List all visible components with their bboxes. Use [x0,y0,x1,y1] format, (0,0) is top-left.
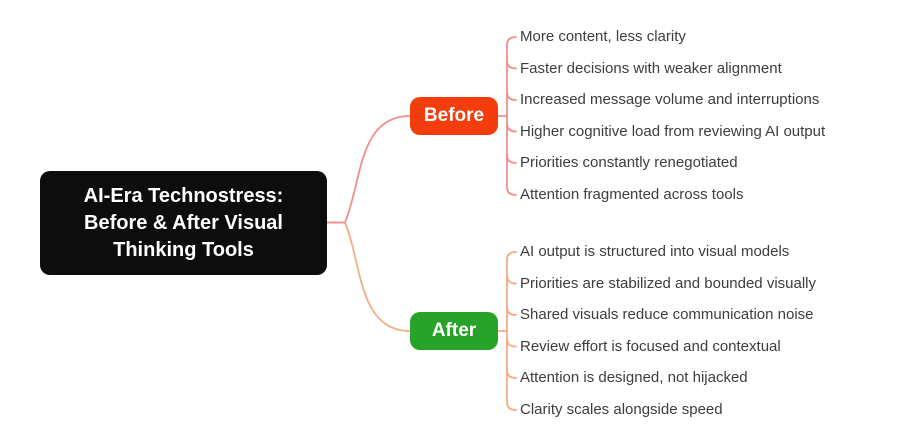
branch-node-after[interactable]: After [410,312,498,350]
root-topic-line-2: Before & After Visual [84,211,283,234]
before-item-1[interactable]: More content, less clarity [520,28,686,45]
before-item-2[interactable]: Faster decisions with weaker alignment [520,60,782,77]
branch-node-before[interactable]: Before [410,97,498,135]
after-item-3[interactable]: Shared visuals reduce communication nois… [520,306,814,323]
before-item-4[interactable]: Higher cognitive load from reviewing AI … [520,123,826,140]
before-item-6[interactable]: Attention fragmented across tools [520,186,744,203]
root-topic-line-3: Thinking Tools [113,238,254,261]
before-item-3[interactable]: Increased message volume and interruptio… [520,91,820,108]
after-item-4[interactable]: Review effort is focused and contextual [520,338,781,355]
after-item-5[interactable]: Attention is designed, not hijacked [520,369,748,386]
root-topic-line-1: AI-Era Technostress: [83,184,284,207]
after-item-1[interactable]: AI output is structured into visual mode… [520,243,790,260]
after-item-2[interactable]: Priorities are stabilized and bounded vi… [520,275,817,292]
before-item-5[interactable]: Priorities constantly renegotiated [520,154,738,171]
root-topic[interactable]: AI-Era Technostress: Before & After Visu… [40,171,327,275]
after-item-6[interactable]: Clarity scales alongside speed [520,401,723,418]
